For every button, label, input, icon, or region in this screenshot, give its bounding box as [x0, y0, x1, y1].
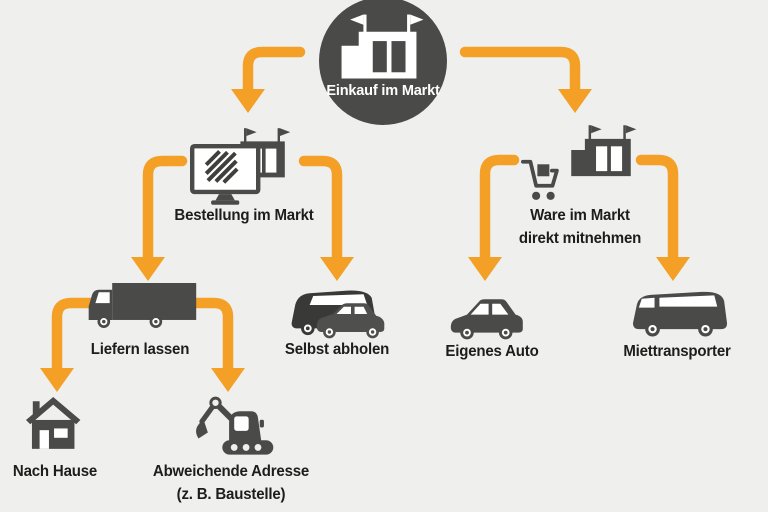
node-label-abweichende-adresse: Abweichende Adresse (z. B. Baustelle): [153, 460, 309, 506]
node-label-liefern-lassen: Liefern lassen: [90, 341, 190, 358]
connector-arrows: [40, 46, 690, 392]
node-label-einkauf-im-markt: Einkauf im Markt: [326, 82, 440, 99]
van-and-car-icon: [291, 290, 385, 339]
node-label-bestellung-im-markt: Bestellung im Markt: [174, 207, 314, 224]
hatch-logo: [204, 149, 239, 184]
house-icon: [26, 397, 81, 449]
arrow-bestellung-to-selbst: [298, 155, 354, 281]
node-label-miettransporter: Miettransporter: [623, 343, 731, 360]
label-line-2: (z. B. Baustelle): [176, 486, 286, 503]
arrow-liefern-to-nach-hause: [40, 297, 98, 392]
order-monitor-icon: [190, 144, 261, 205]
label-line-1: Ware im Markt: [530, 207, 630, 224]
node-label-nach-hause: Nach Hause: [12, 463, 98, 480]
excavator-icon: [196, 396, 274, 455]
arrow-bestellung-to-liefern: [131, 155, 188, 281]
arrow-liefern-to-abweichende: [186, 297, 245, 392]
node-label-eigenes-auto: Eigenes Auto: [445, 343, 539, 360]
car-shape: [316, 303, 385, 339]
arrow-ware-to-eigenes-auto: [468, 154, 520, 281]
arrow-root-to-ware: [459, 46, 592, 113]
delivery-truck-icon: [88, 283, 197, 328]
cart-store-icon: [521, 125, 637, 200]
arrow-ware-to-miettransporter: [635, 154, 690, 281]
shopping-cart-icon: [521, 159, 559, 200]
arrow-root-to-bestellung: [231, 46, 306, 113]
label-line-2: direkt mitnehmen: [518, 230, 642, 247]
node-label-selbst-abholen: Selbst abholen: [284, 341, 390, 358]
car-icon: [450, 299, 523, 340]
node-label-ware-im-markt: Ware im Markt direkt mitnehmen: [519, 204, 641, 250]
van-icon: [632, 291, 728, 337]
label-line-1: Abweichende Adresse: [152, 463, 310, 480]
store-icon: [341, 14, 424, 79]
monitor-store-icon: [190, 128, 291, 205]
store-icon: [571, 125, 637, 177]
